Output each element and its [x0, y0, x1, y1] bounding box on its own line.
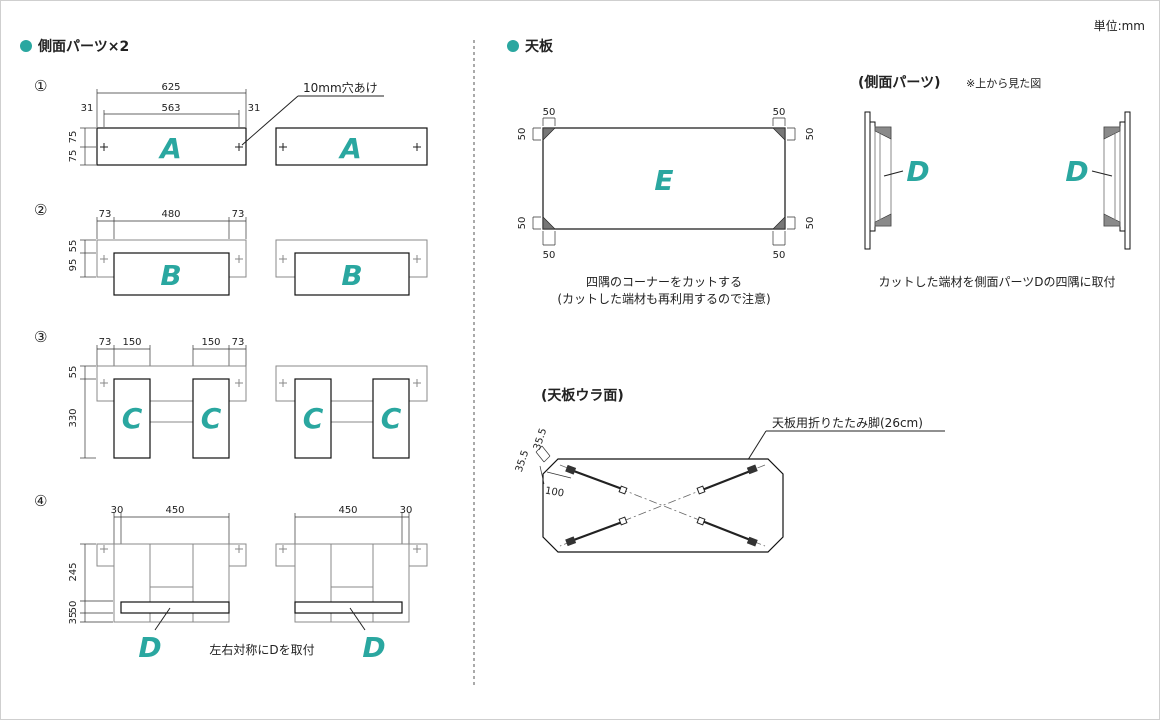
step-3-group: 73 150 150 73 55 330 C C C C [68, 337, 428, 459]
bullet-icon [507, 40, 519, 52]
part-c-label-2: C [201, 402, 222, 435]
panel-d-left [120, 601, 230, 614]
part-d-label-right: D [362, 631, 385, 664]
unit-label: 単位:mm [1094, 18, 1145, 33]
dim-50: 50 [68, 601, 79, 614]
dim-30-l: 30 [111, 505, 124, 516]
part-a-label-right: A [338, 132, 362, 165]
top-caption-2: (カットした端材も再利用するので注意) [557, 291, 770, 306]
corner-dim-5: 50 [517, 217, 528, 230]
dim-55-c: 55 [68, 366, 79, 379]
dim-95: 95 [68, 259, 79, 272]
side-view-caption: カットした端材を側面パーツDの四隅に取付 [878, 275, 1115, 289]
dim-30-r: 30 [400, 505, 413, 516]
underside-dim-c: 100 [544, 485, 565, 499]
side-view-note: ※上から見た図 [966, 77, 1041, 90]
dim-625: 625 [161, 82, 180, 93]
dim-75-top: 75 [68, 131, 79, 144]
part-c-label-4: C [381, 402, 402, 435]
step-4-note: 左右対称にDを取付 [209, 642, 314, 657]
dim-75-bottom: 75 [68, 150, 79, 163]
folding-leg-3 [565, 516, 628, 547]
side-section-title: 側面パーツ×2 [37, 38, 129, 55]
corner-dim-1: 50 [543, 107, 556, 118]
corner-cut-tr [772, 127, 786, 141]
dim-480: 480 [161, 209, 180, 220]
panel-c-4 [372, 378, 410, 459]
dim-450-r: 450 [338, 505, 357, 516]
dim-563: 563 [161, 103, 180, 114]
hole-note: 10mm穴あけ [303, 80, 378, 95]
panel-b-left [113, 252, 230, 296]
dim-31-left: 31 [81, 103, 94, 114]
corner-dim-6: 50 [805, 217, 816, 230]
part-d-label-left: D [138, 631, 161, 664]
side-view-title: (側面パーツ) [858, 74, 941, 91]
part-b-label-left: B [160, 259, 181, 292]
step-3-number: ③ [34, 328, 47, 346]
dim-35: 35 [68, 612, 79, 625]
dim-31-right: 31 [248, 103, 261, 114]
part-e-label: E [654, 164, 673, 197]
panel-d-right [294, 601, 403, 614]
corner-dim-8: 50 [773, 250, 786, 261]
dim-245: 245 [68, 562, 79, 581]
underside-group: (天板ウラ面) 天板用折りたたみ脚(26cm) [514, 387, 945, 553]
dim-450-l: 450 [165, 505, 184, 516]
step-1-group: 625 563 31 31 75 75 A A 10mm穴あけ [68, 80, 428, 166]
part-c-label-3: C [303, 402, 324, 435]
dim-55: 55 [68, 240, 79, 253]
top-section-title: 天板 [525, 38, 554, 55]
panel-c-3 [294, 378, 332, 459]
panel-e [542, 127, 786, 230]
panel-c-1 [113, 378, 151, 459]
panel-a-right [275, 127, 428, 166]
part-a-label-left: A [158, 132, 182, 165]
bullet-icon [20, 40, 32, 52]
folding-leg-4 [696, 516, 758, 547]
top-caption-1: 四隅のコーナーをカットする [586, 275, 742, 289]
underside-title: (天板ウラ面) [541, 387, 624, 404]
step-2-group: 73 480 73 55 95 B B [68, 209, 428, 296]
step-4-number: ④ [34, 492, 47, 510]
side-view-d-left: D [906, 155, 929, 188]
panel-a-left [96, 127, 247, 166]
folding-leg-2 [696, 464, 758, 495]
corner-cut-bl [542, 216, 556, 230]
underside-dim-a: 35.5 [514, 449, 531, 474]
underside-dim-b: 35.5 [532, 427, 549, 452]
corner-cut-tl [542, 127, 556, 141]
part-b-label-right: B [341, 259, 362, 292]
step-1-number: ① [34, 77, 47, 95]
side-view-group: (側面パーツ) ※上から見た図 D D カットした端材を側面パーツDの四隅に取付 [858, 74, 1131, 289]
hole-marks [100, 143, 421, 151]
dim-73-r: 73 [232, 337, 245, 348]
dim-73-l: 73 [99, 337, 112, 348]
corner-dim-7: 50 [543, 250, 556, 261]
corner-cut-br [772, 216, 786, 230]
dim-150-r: 150 [201, 337, 220, 348]
corner-dim-2: 50 [773, 107, 786, 118]
panel-b-right [294, 252, 410, 296]
side-view-d-right: D [1065, 155, 1088, 188]
step-2-number: ② [34, 201, 47, 219]
panel-c-2 [192, 378, 230, 459]
dim-150-l: 150 [122, 337, 141, 348]
dim-73-right: 73 [232, 209, 245, 220]
leg-note: 天板用折りたたみ脚(26cm) [772, 415, 923, 430]
corner-dim-3: 50 [517, 128, 528, 141]
dim-73-left: 73 [99, 209, 112, 220]
top-board-group: E 50 50 50 50 50 50 50 50 四隅のコーナーをカットする … [517, 107, 816, 306]
folding-leg-1 [565, 464, 628, 495]
part-c-label-1: C [122, 402, 143, 435]
dim-330: 330 [68, 408, 79, 427]
step-4-group: 30 450 450 30 245 50 35 D D [68, 505, 428, 664]
corner-dim-4: 50 [805, 128, 816, 141]
